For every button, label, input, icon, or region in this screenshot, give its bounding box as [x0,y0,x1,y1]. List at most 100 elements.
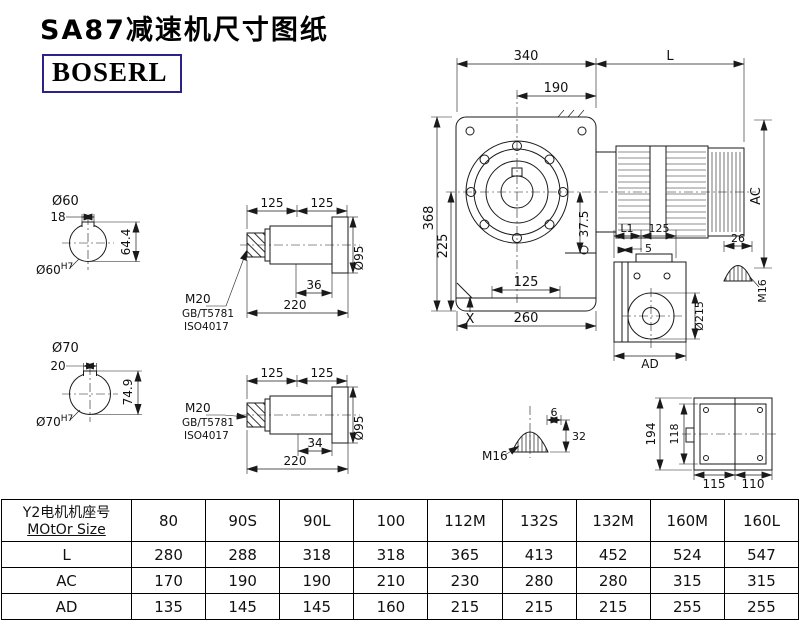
output-shaft-top-view: 125 125 M20 GB/T5781 ISO4017 36 220 Ø95 [182,196,366,333]
table-cell: 170 [130,567,207,594]
dim-220-bottom-text: 220 [284,454,307,468]
table-cell: 318 [279,541,355,568]
shaft-stub [685,427,695,443]
table-cell: 280 [130,541,207,568]
table-cell: 215 [575,593,651,620]
dim-368: 368 [422,116,456,312]
table-cell: 190 [205,567,281,594]
table-size-col: 90S [205,499,281,542]
dim-5-text: 5 [645,242,652,255]
table-size-col: 90L [279,499,355,542]
table-cell: 135 [130,593,207,620]
dia-95-bottom-text: Ø95 [352,416,366,441]
thread-callout-m16: M16 [482,445,520,463]
table-size-col: 112M [427,499,503,542]
dim-26-text: 26 [731,232,745,245]
table-size-col: 160M [649,499,725,542]
dim-L-text: L [666,49,674,64]
table-cell: 215 [427,593,503,620]
bore-label-60: Ø60H7 [36,258,80,277]
dim-110-text: 110 [742,477,765,491]
dim-118-text: 118 [668,424,681,445]
dim-AC-text: AC [749,187,764,205]
dim-L1: L1 [613,222,642,258]
dim-AC: AC [749,119,772,269]
dim-74-9-text: 74.9 [121,379,135,406]
table-header-row: Y2电机机座号 MOtOr Size 80 90S 90L 100 112M 1… [1,499,800,542]
dim-AD: AD [613,342,687,371]
table-cell: 365 [427,541,503,568]
dim-34: 34 [297,434,333,456]
main-view: 340 L 190 368 225 37.5 [422,49,772,331]
dim-37-5-text: 37.5 [577,211,591,238]
table-row-AC: AC 170 190 190 210 230 280 280 315 315 [1,567,800,594]
dim-18-text: 18 [50,210,65,224]
table-cell: 280 [575,567,651,594]
table-cell: 280 [501,567,577,594]
dim-190: 190 [516,81,597,100]
table-cell: 452 [575,541,651,568]
thread-m16-bottom: M16 [482,449,508,463]
dim-340: 340 [456,49,597,112]
output-shaft-bottom-view: 125 125 M20 GB/T5781 ISO4017 34 220 Ø95 [182,366,366,474]
x-marker: X [466,296,475,327]
thread-m20-bottom: M20 [185,401,211,415]
side-view-body [613,261,687,343]
table-cell: 145 [205,593,281,620]
dim-125a-text: 125 [261,196,284,210]
table-header-en: MOtOr Size [27,522,106,539]
table-cell: 230 [427,567,503,594]
dim-225: 225 [436,191,455,312]
dim-125-side-text: 125 [649,222,670,235]
table-size-col: 160L [723,499,800,542]
shaft-section-70: Ø70 20 74.9 Ø70H7 [36,341,142,429]
dim-5: 5 [617,242,652,255]
table-cell: 315 [649,567,725,594]
plug-dome [723,265,753,282]
dim-L1-text: L1 [620,222,633,235]
dim-AD-text: AD [641,357,658,371]
flange-top-view: 194 118 115 110 [644,397,778,491]
dim-125b-text: 125 [311,366,334,380]
dim-194-text: 194 [644,423,658,446]
table-cell: 215 [501,593,577,620]
row-label: L [1,541,132,568]
dim-6-text: 6 [551,406,558,419]
table-size-col: 132S [501,499,577,542]
dim-220-top-text: 220 [284,298,307,312]
dim-118: 118 [668,403,698,465]
dim-115-110: 115 110 [693,470,773,491]
dim-32: 32 [550,419,586,453]
dim-20-text: 20 [50,359,65,373]
dim-74-9: 74.9 [92,370,142,416]
dim-18: 18 [50,210,95,224]
table-row-AD: AD 135 145 145 160 215 215 215 255 255 [1,593,800,620]
dim-125-side: 125 [640,222,677,258]
dim-20: 20 [50,359,98,373]
dim-36: 36 [295,264,333,298]
dia-95-top-text: Ø95 [352,246,366,271]
table-cell: 255 [723,593,800,620]
dim-194: 194 [644,397,692,471]
gearbox-housing [446,90,756,312]
dim-368-text: 368 [422,206,437,231]
table-cell: 288 [205,541,281,568]
thread-m20-top: M20 [185,292,211,306]
dia-95-bottom: Ø95 [348,386,366,444]
std-iso-bottom: ISO4017 [184,430,229,442]
dia-215-text: Ø215 [693,301,706,331]
std-gb-top: GB/T5781 [182,308,234,320]
table-cell: 413 [501,541,577,568]
table-cell: 315 [723,567,800,594]
thread-m16-side: M16 [756,279,769,303]
thread-callout-bottom: M20 GB/T5781 ISO4017 [182,401,248,442]
dim-125-bottom-text: 125 [514,275,539,290]
table-cell: 547 [723,541,800,568]
table-header-motor-size: Y2电机机座号 MOtOr Size [1,499,132,542]
fan-cover-slots [711,152,741,232]
table-size-col: 132M [575,499,651,542]
table-cell: 190 [279,567,355,594]
dim-125b-text: 125 [311,196,334,210]
page-title: SA87减速机尺寸图纸 [40,15,329,46]
dim-36-text: 36 [306,278,321,292]
